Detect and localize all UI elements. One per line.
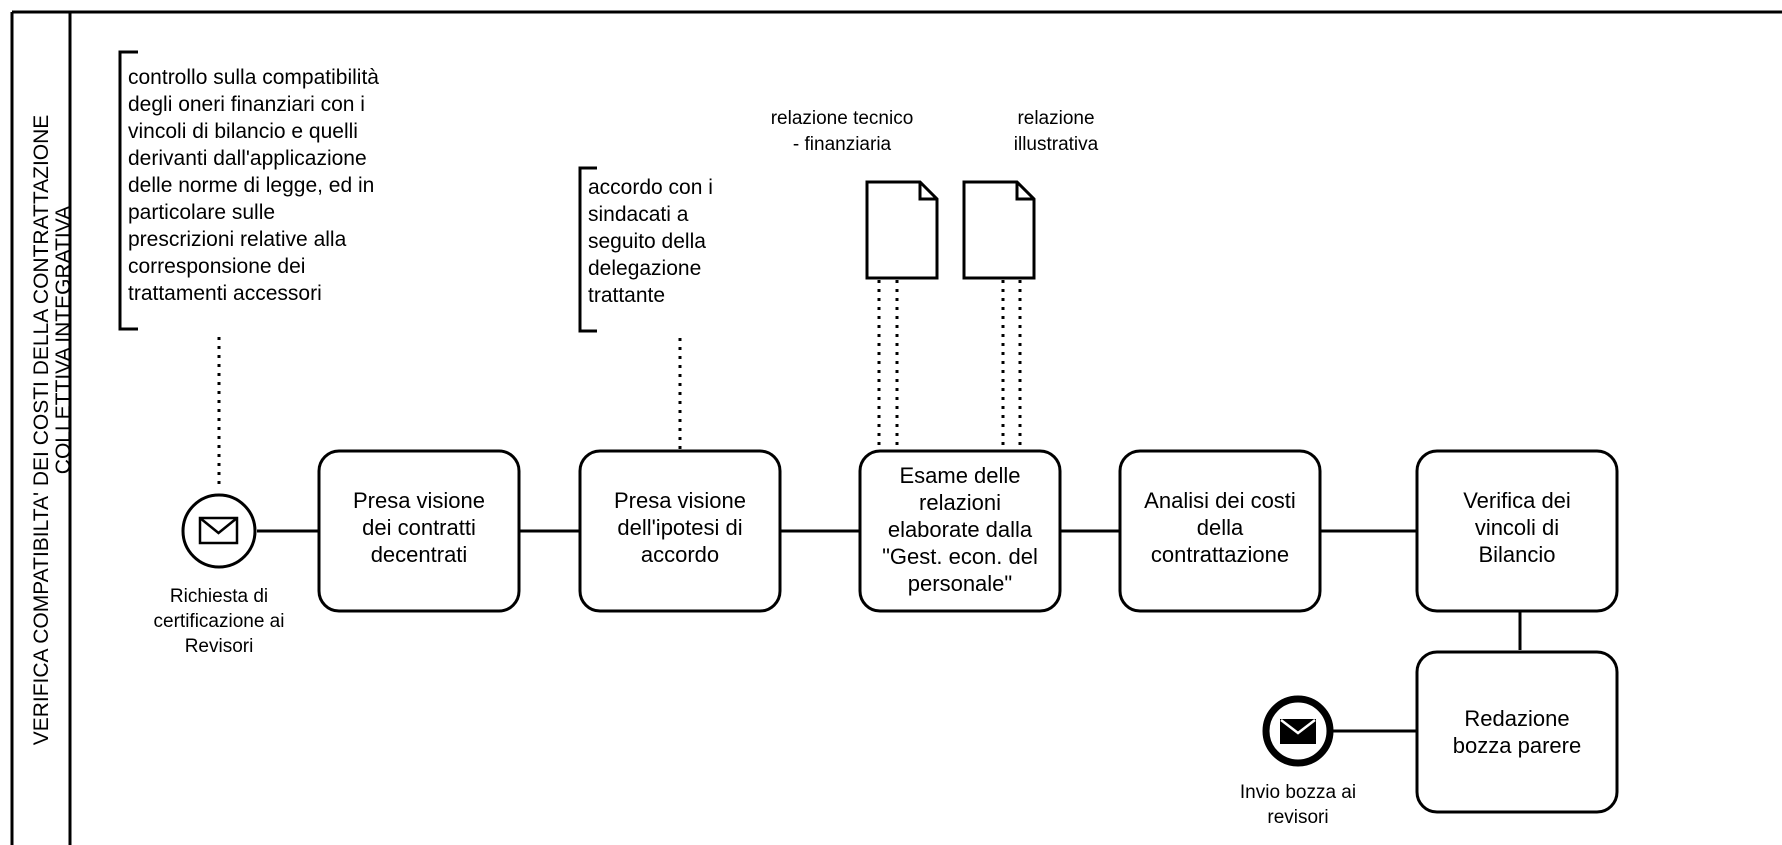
text-line: decentrati — [371, 542, 468, 567]
text-line: vincoli di bilancio e quelli — [128, 120, 358, 143]
data-object-relazione-tecnico-finanziaria[interactable]: relazione tecnico - finanziaria — [771, 108, 939, 449]
text-line: Redazione — [1464, 706, 1569, 731]
text-line: dell'ipotesi di — [617, 515, 742, 540]
text-line: particolare sulle — [128, 201, 275, 224]
pool — [10, 10, 1782, 845]
text-line: bozza parere — [1453, 733, 1581, 758]
text-line: elaborate dalla — [888, 517, 1033, 542]
data-object-label: relazione tecnico - finanziaria — [771, 108, 914, 155]
envelope-icon — [198, 516, 239, 545]
text-line: sindacati a — [588, 203, 689, 226]
text-line: Invio bozza ai — [1240, 782, 1356, 803]
text-line: accordo — [641, 542, 719, 567]
text-line: certificazione ai — [154, 611, 285, 632]
annotation-text: accordo con i sindacati a seguito della del… — [588, 176, 713, 307]
text-line: trattante — [588, 284, 665, 307]
data-object-relazione-illustrativa[interactable]: relazione illustrativa — [962, 108, 1099, 449]
lane-title-line2: COLLETTIVA INTEGRATIVA — [52, 206, 75, 474]
text-line: corresponsione dei — [128, 255, 305, 278]
text-line: - finanziaria — [793, 134, 892, 155]
start-event-label: Richiesta di certificazione ai Revisori — [154, 586, 285, 657]
text-line: Esame delle — [899, 463, 1020, 488]
text-line: relazioni — [919, 490, 1001, 515]
text-line: "Gest. econ. del — [882, 544, 1038, 569]
text-line: personale" — [908, 571, 1012, 596]
text-line: Bilancio — [1478, 542, 1555, 567]
text-line: contrattazione — [1151, 542, 1289, 567]
text-line: derivanti dall'applicazione — [128, 147, 367, 170]
end-message-event[interactable]: Invio bozza ai revisori — [1240, 695, 1356, 828]
text-line: relazione — [1017, 108, 1094, 129]
text-line: controllo sulla compatibilità — [128, 66, 379, 89]
text-line: delle norme di legge, ed in — [128, 174, 374, 197]
text-line: Presa visione — [614, 488, 746, 513]
text-line: Presa visione — [353, 488, 485, 513]
filled-envelope-icon — [1280, 719, 1316, 744]
text-line: degli oneri finanziari con i — [128, 93, 365, 116]
annotation-text: controllo sulla compatibilità degli oneri… — [128, 66, 379, 305]
document-icon — [962, 180, 1036, 280]
text-line: Verifica dei — [1463, 488, 1571, 513]
end-event-label: Invio bozza ai revisori — [1240, 782, 1356, 828]
text-line: dei contratti — [362, 515, 476, 540]
text-line: accordo con i — [588, 176, 713, 199]
text-line: illustrativa — [1014, 134, 1099, 155]
text-line: delegazione — [588, 257, 701, 280]
text-line: Revisori — [185, 636, 254, 657]
text-line: relazione tecnico — [771, 108, 914, 129]
text-line: trattamenti accessori — [128, 282, 322, 305]
text-line: della — [1197, 515, 1244, 540]
annotation-compatibility-check: controllo sulla compatibilità degli oneri… — [118, 50, 379, 486]
text-line: Richiesta di — [170, 586, 268, 607]
text-line: Analisi dei costi — [1144, 488, 1296, 513]
lane-title-line1: VERIFICA COMPATIBILTA' DEI COSTI DELLA C… — [30, 115, 53, 746]
text-line: seguito della — [588, 230, 706, 253]
start-message-event[interactable]: Richiesta di certificazione ai Revisori — [154, 493, 285, 657]
lane-label: VERIFICA COMPATIBILTA' DEI COSTI DELLA C… — [30, 115, 75, 746]
data-object-label: relazione illustrativa — [1014, 108, 1099, 155]
text-line: revisori — [1267, 807, 1328, 828]
annotation-union-agreement: accordo con i sindacati a seguito della del… — [578, 166, 713, 449]
document-icon — [865, 180, 939, 280]
sequence-flows — [257, 529, 1522, 733]
text-line: prescrizioni relative alla — [128, 228, 347, 251]
text-line: vincoli di — [1475, 515, 1559, 540]
